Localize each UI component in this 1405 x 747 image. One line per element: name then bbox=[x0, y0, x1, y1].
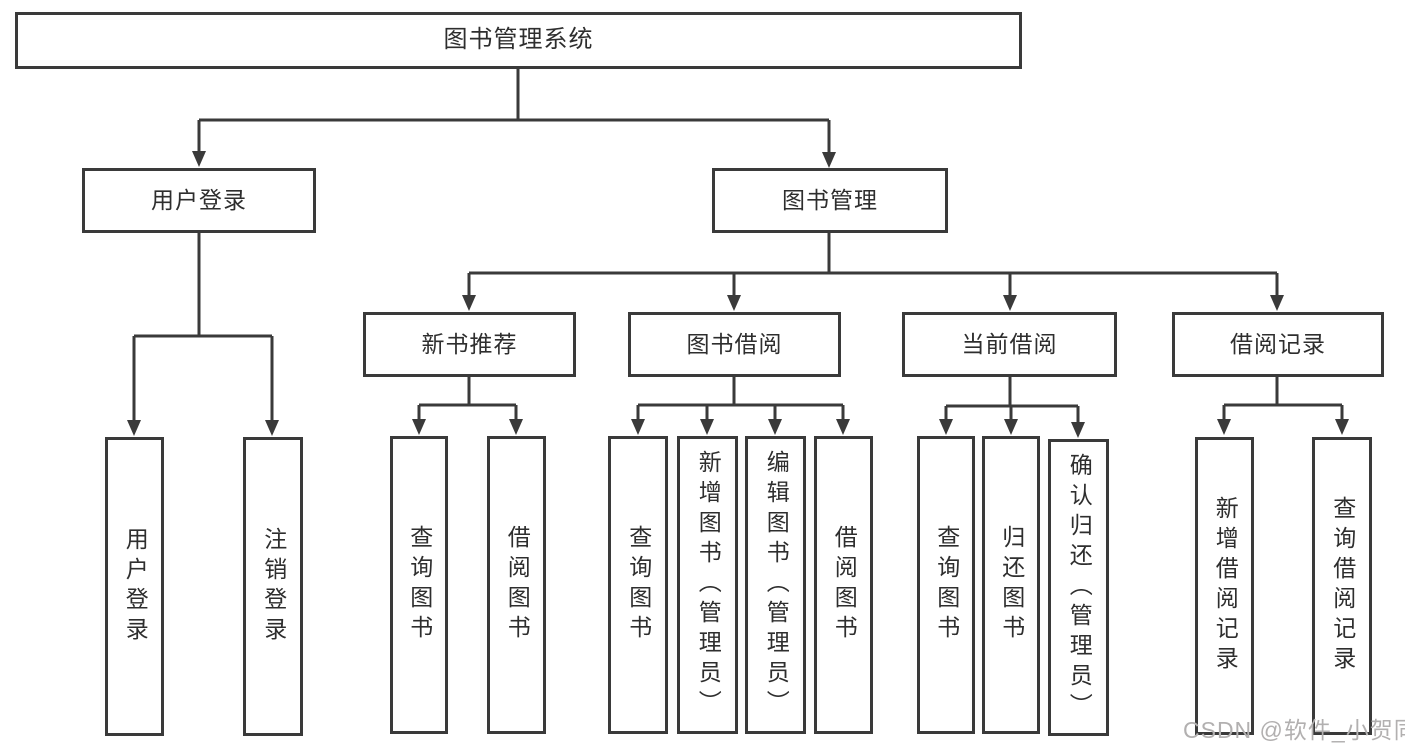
leaf-query-books: 查询图书 bbox=[608, 436, 668, 734]
leaf-borrow-books: 借阅图书 bbox=[487, 436, 546, 734]
node-new-book-recommend: 新书推荐 bbox=[363, 312, 576, 377]
leaf-query-books: 查询图书 bbox=[917, 436, 975, 734]
leaf-add-books-admin: 新增图书（管理员） bbox=[677, 436, 738, 734]
node-borrow-records: 借阅记录 bbox=[1172, 312, 1384, 377]
csdn-watermark: CSDN @软件_小贺同学 bbox=[1183, 717, 1405, 743]
node-user-login: 用户登录 bbox=[82, 168, 316, 233]
leaf-query-borrow-record: 查询借阅记录 bbox=[1312, 437, 1372, 735]
node-system-root: 图书管理系统 bbox=[15, 12, 1022, 69]
arrowheads bbox=[127, 151, 1349, 438]
leaf-return-books: 归还图书 bbox=[982, 436, 1040, 734]
leaf-edit-books-admin: 编辑图书（管理员） bbox=[745, 436, 806, 734]
node-book-borrow: 图书借阅 bbox=[628, 312, 841, 377]
node-current-borrow: 当前借阅 bbox=[902, 312, 1117, 377]
leaf-user-login: 用户登录 bbox=[105, 437, 164, 736]
leaf-logout: 注销登录 bbox=[243, 437, 303, 736]
leaf-borrow-books: 借阅图书 bbox=[814, 436, 873, 734]
leaf-query-books: 查询图书 bbox=[390, 436, 448, 734]
leaf-add-borrow-record: 新增借阅记录 bbox=[1195, 437, 1254, 735]
node-book-management: 图书管理 bbox=[712, 168, 948, 233]
leaf-confirm-return-admin: 确认归还（管理员） bbox=[1048, 439, 1109, 736]
